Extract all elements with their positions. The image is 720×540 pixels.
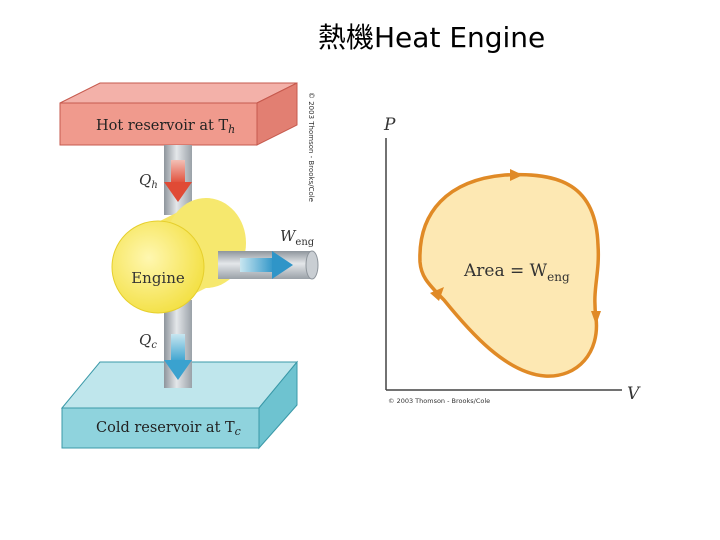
page-title: 熱機Heat Engine — [318, 21, 546, 54]
v-axis-label: V — [627, 384, 641, 404]
hot-reservoir — [59, 82, 298, 146]
work-arrow — [240, 251, 293, 279]
engine-label: Engine — [131, 269, 185, 287]
heat-in-label: Qh — [139, 171, 158, 191]
cold-reservoir-label: Cold reservoir at Tc — [96, 420, 241, 438]
engine-cylinder — [111, 198, 246, 314]
work-label: Weng — [280, 227, 315, 248]
pv-copyright: © 2003 Thomson - Brooks/Cole — [388, 397, 490, 405]
p-axis-label: P — [383, 115, 396, 135]
engine-copyright: © 2003 Thomson - Brooks/Cole — [307, 92, 315, 202]
cycle-loop — [418, 172, 601, 378]
heat-in-arrow — [164, 160, 192, 202]
cycle-arrow-top — [510, 169, 523, 181]
cycle-arrow-left — [430, 287, 444, 301]
pv-diagram: P V Area = Weng © 2003 Thomson - Brooks/… — [383, 115, 641, 405]
heat-out-label: Qc — [139, 331, 157, 351]
heat-out-arrow — [164, 334, 192, 380]
cycle-arrow-right — [591, 311, 601, 325]
hot-reservoir-label: Hot reservoir at Th — [96, 118, 235, 136]
area-label: Area = Weng — [463, 261, 570, 284]
